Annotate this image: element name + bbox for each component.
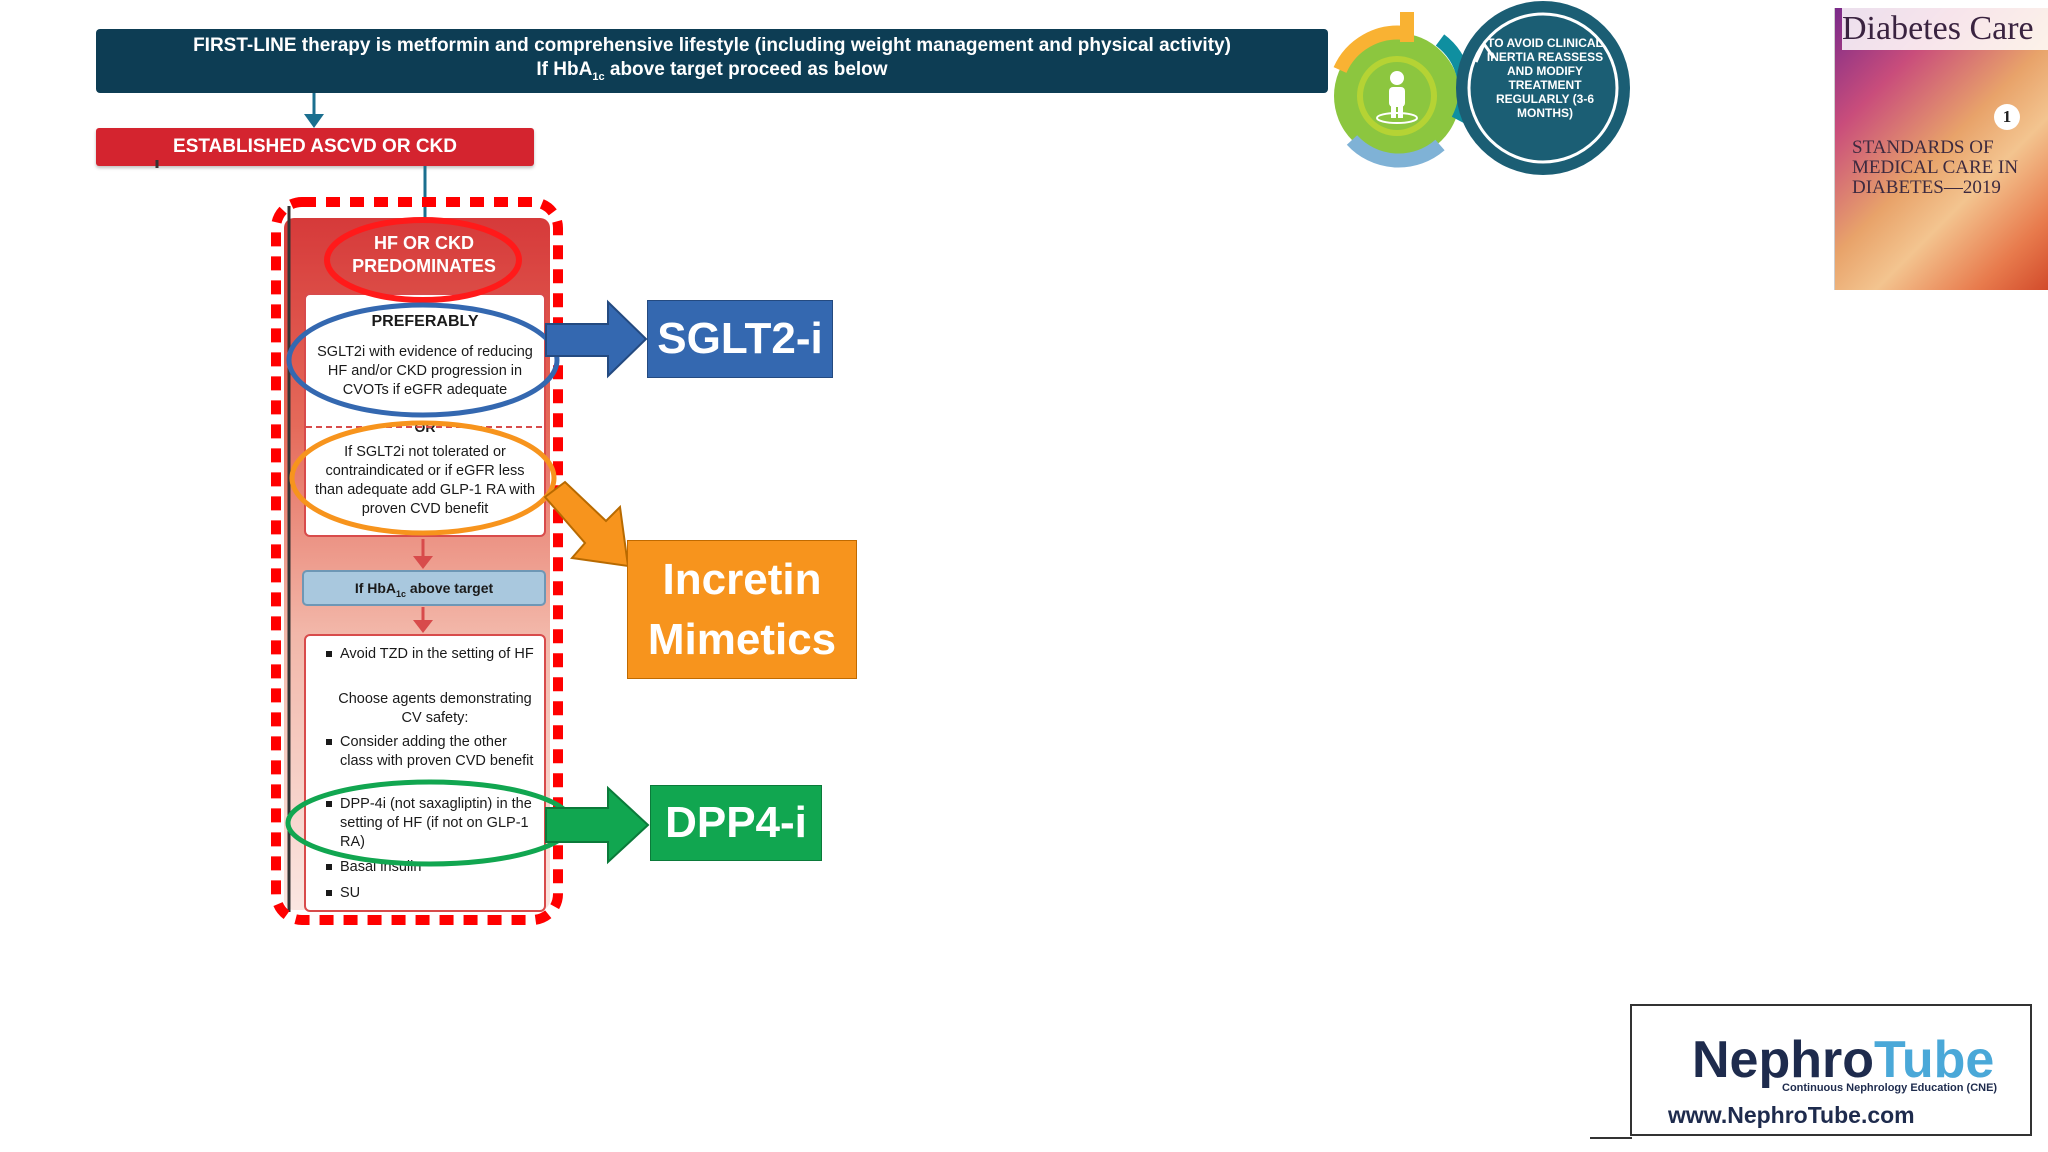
journal-subtitle: STANDARDS OF MEDICAL CARE IN DIABETES—20… — [1852, 137, 2019, 198]
journal-title: Diabetes Care — [1842, 8, 2048, 50]
dpp4i-item: DPP-4i (not saxagliptin) in the setting … — [340, 796, 532, 850]
person-icon-base — [1376, 112, 1418, 124]
banner-line-1: FIRST-LINE therapy is metformin and comp… — [193, 34, 1231, 56]
cycle-blue-arc — [1346, 135, 1445, 168]
hba1c-above-target-box: If HbA1c above target — [302, 570, 546, 606]
hba1c-sub: 1c — [396, 588, 407, 599]
journal-issue-number: 1 — [1994, 104, 2020, 130]
banner-line-2-post: above target proceed as below — [604, 58, 888, 80]
nephrotube-url: www.NephroTube.com — [1668, 1102, 1915, 1128]
preferably-box — [304, 293, 546, 537]
cycle-dark-circle — [1456, 1, 1630, 175]
choose-agents-text: Choose agents demonstrating CV safety: — [338, 691, 532, 726]
cycle-logo — [1333, 1, 1630, 175]
bullet — [326, 739, 332, 745]
incretin-mimetics-callout: Incretin Mimetics — [627, 540, 857, 679]
cycle-white-ring — [1467, 12, 1619, 164]
nephrotube-logo-frame — [1630, 1004, 2032, 1136]
cycle-yellow-arc — [1333, 25, 1406, 74]
banner-arrowhead — [304, 114, 324, 128]
incretin-orange-ellipse — [289, 420, 557, 536]
avoid-tzd-item: Avoid TZD in the setting of HF — [340, 646, 534, 662]
nephrotube-tagline: Continuous Nephrology Education (CNE) — [1782, 1082, 1998, 1094]
banner-line-2-pre: If HbA — [536, 58, 593, 80]
person-icon-leg-right — [1398, 106, 1403, 118]
consider-adding-item: Consider adding the other class with pro… — [340, 734, 534, 769]
person-icon-head — [1390, 71, 1404, 85]
sglt2-i-callout: SGLT2-i — [647, 300, 833, 378]
cycle-arrow-icon — [1474, 40, 1496, 63]
dotted-red-frame — [271, 197, 563, 925]
banner-line-2-sub: 1c — [592, 70, 605, 83]
bullet — [326, 651, 332, 657]
bullet — [326, 890, 332, 896]
su-item: SU — [340, 885, 361, 901]
wordmark-tube: Tube — [1874, 1031, 1995, 1089]
sglt2-arrow — [545, 299, 648, 379]
first-line-banner: FIRST-LINE therapy is metformin and comp… — [96, 29, 1328, 93]
banner-line-2: If HbA1c above target proceed as below — [96, 58, 1328, 89]
dpp4-i-callout: DPP4-i — [650, 785, 822, 861]
red-arrowhead-1 — [413, 556, 433, 569]
hf-ckd-red-ellipse — [324, 217, 522, 303]
sglt2i-recommendation: SGLT2i with evidence of reducing HF and/… — [317, 344, 533, 398]
incretin-line-2: Mimetics — [647, 614, 837, 664]
cycle-top-tab — [1400, 12, 1414, 42]
sglt2-blue-ellipse — [286, 302, 560, 418]
dpp4-arrow — [545, 785, 650, 865]
established-ascvd-box: ESTABLISHED ASCVD OR CKD — [96, 128, 534, 166]
diabetes-care-cover — [1834, 8, 2048, 290]
bullet — [326, 864, 332, 870]
bullet — [326, 801, 332, 807]
preferably-heading: PREFERABLY — [371, 313, 479, 330]
red-arrowhead-2 — [413, 620, 433, 633]
person-icon-leg-left — [1391, 106, 1396, 118]
incretin-arrow — [543, 480, 630, 568]
wordmark-nephro: Nephro — [1692, 1031, 1874, 1089]
person-icon-body — [1389, 87, 1405, 107]
reassess-treatment-text: TO AVOID CLINICAL INERTIA REASSESS AND M… — [1486, 36, 1604, 120]
nephrotube-wordmark: NephroTube — [1692, 1030, 1994, 1090]
glp1-alternative: If SGLT2i not tolerated or contraindicat… — [314, 444, 536, 517]
incretin-line-1: Incretin — [662, 554, 822, 604]
hba1c-post: above target — [406, 580, 494, 596]
hf-ckd-predominates-label: HF OR CKD PREDOMINATES — [352, 233, 496, 276]
hba1c-pre: If HbA — [354, 580, 397, 596]
dpp4-green-ellipse — [285, 779, 575, 867]
